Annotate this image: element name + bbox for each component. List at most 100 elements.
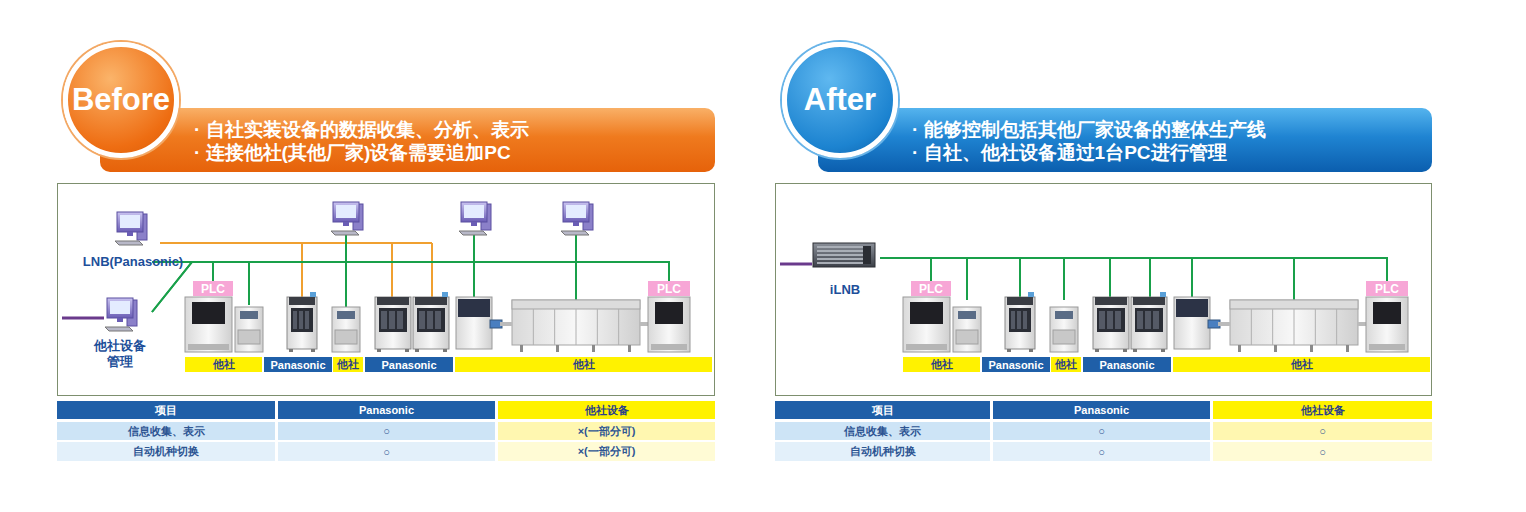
- machine-part: [1050, 307, 1078, 352]
- machine-icon: [500, 300, 648, 352]
- pc-screen: [336, 205, 356, 218]
- machine-part: [1366, 297, 1408, 352]
- machine-foot: [1095, 349, 1099, 352]
- oven-seam: [576, 309, 577, 345]
- node-text: PLC: [201, 282, 225, 296]
- machine-top: [458, 299, 490, 317]
- pc-node: LNB(Panasonic): [76, 218, 190, 270]
- oven-hood: [512, 300, 640, 309]
- before-badge: Before: [63, 42, 179, 158]
- table-cell: [278, 442, 495, 461]
- table-cell-text: ×(一部分可): [498, 442, 715, 461]
- green-drop: [473, 232, 475, 262]
- table-cell-text: 他社设备: [1213, 401, 1432, 419]
- pc-keyboard: [561, 231, 589, 235]
- node-text: · 连接他社(其他厂家)设备需要追加PC: [194, 141, 705, 164]
- node-text: 他社设备 管理: [88, 338, 152, 370]
- pc-screen: [566, 205, 586, 218]
- machine-panel: [956, 330, 978, 344]
- pc-monitor: [461, 202, 487, 222]
- table-cell: [278, 401, 495, 419]
- pc-stand: [343, 222, 349, 226]
- pc-icon: [459, 202, 491, 235]
- oven-seam: [1315, 309, 1316, 345]
- table-cell: [775, 422, 990, 440]
- pc-screen: [120, 215, 140, 228]
- plc-tag: PLC: [193, 281, 233, 296]
- machine-head: [299, 311, 303, 329]
- plc-tag: PLC: [911, 281, 951, 296]
- machine-part: [287, 297, 317, 349]
- machine-icon: [1174, 297, 1220, 349]
- machine-lamp: [310, 292, 316, 297]
- machine-head: [397, 311, 403, 329]
- server-icon: [813, 243, 875, 267]
- table-cell: [1213, 422, 1432, 440]
- machine-head: [1115, 311, 1121, 329]
- green-drop: [345, 232, 347, 262]
- table-cell-text: ○: [1213, 422, 1432, 440]
- machine-window: [910, 302, 943, 324]
- machine-window: [192, 302, 225, 324]
- table-cell: [1213, 442, 1432, 461]
- oven-seam: [1294, 309, 1295, 345]
- oven-seam: [1251, 309, 1252, 345]
- table-cell-text: 信息收集、表示: [775, 422, 990, 440]
- pc-icon: [331, 202, 363, 235]
- machine-window: [655, 302, 683, 324]
- vendor-band: 他社: [903, 357, 980, 372]
- machine-head: [1023, 311, 1027, 329]
- header-banner: · 自社实装设备的数据收集、分析、表示· 连接他社(其他厂家)设备需要追加PC: [100, 108, 715, 172]
- plc-tag: PLC: [648, 281, 690, 296]
- green-drop: [248, 262, 250, 305]
- node-text: 他社: [213, 357, 235, 372]
- green-drop: [575, 232, 577, 262]
- machine-lamp: [1160, 292, 1166, 297]
- table-cell: [993, 442, 1210, 461]
- machine-head: [1011, 311, 1015, 329]
- machine-cover: [1007, 297, 1033, 305]
- machine-panel: [1053, 330, 1075, 344]
- machine-foot: [443, 349, 447, 352]
- machine-head: [419, 311, 425, 329]
- table-cell-text: 信息收集、表示: [57, 422, 275, 440]
- machine-cover: [377, 297, 409, 305]
- node-text: Panasonic: [988, 359, 1043, 371]
- green-drop: [966, 258, 968, 300]
- machine-foot: [1161, 349, 1165, 352]
- machine-icon: [953, 307, 981, 352]
- table-cell-text: ○: [1213, 442, 1432, 461]
- machine-icon: [332, 307, 360, 352]
- machine-foot: [1029, 349, 1033, 352]
- diagram-frame: [776, 184, 1432, 396]
- machine-part: [903, 297, 950, 352]
- oven-leg: [1346, 345, 1349, 352]
- table-cell: [57, 401, 275, 419]
- machine-base: [188, 344, 229, 350]
- machine-head: [1107, 311, 1113, 329]
- table-grid: [57, 401, 1432, 461]
- oven-seam: [1272, 309, 1273, 345]
- node-text: After: [804, 82, 876, 118]
- machine-window: [1009, 308, 1031, 332]
- machine-screen: [240, 311, 258, 319]
- pc-icon: [115, 212, 147, 245]
- diagram-frame: [58, 184, 715, 396]
- machine-base: [906, 344, 947, 350]
- plc-tag: PLC: [1366, 281, 1408, 296]
- pc-keyboard: [331, 231, 359, 235]
- node-text: Panasonic: [270, 359, 325, 371]
- machine-base: [651, 344, 687, 350]
- machine-cover: [1133, 297, 1165, 305]
- node-text: Panasonic: [1099, 359, 1154, 371]
- machine-foot: [1133, 349, 1137, 352]
- machine-screen: [337, 311, 355, 319]
- vendor-band: Panasonic: [264, 357, 332, 372]
- after-badge: After: [782, 42, 898, 158]
- server-slot: [817, 262, 871, 264]
- pc-screen: [464, 205, 484, 218]
- table-cell: [993, 401, 1210, 419]
- server-slot: [817, 246, 871, 248]
